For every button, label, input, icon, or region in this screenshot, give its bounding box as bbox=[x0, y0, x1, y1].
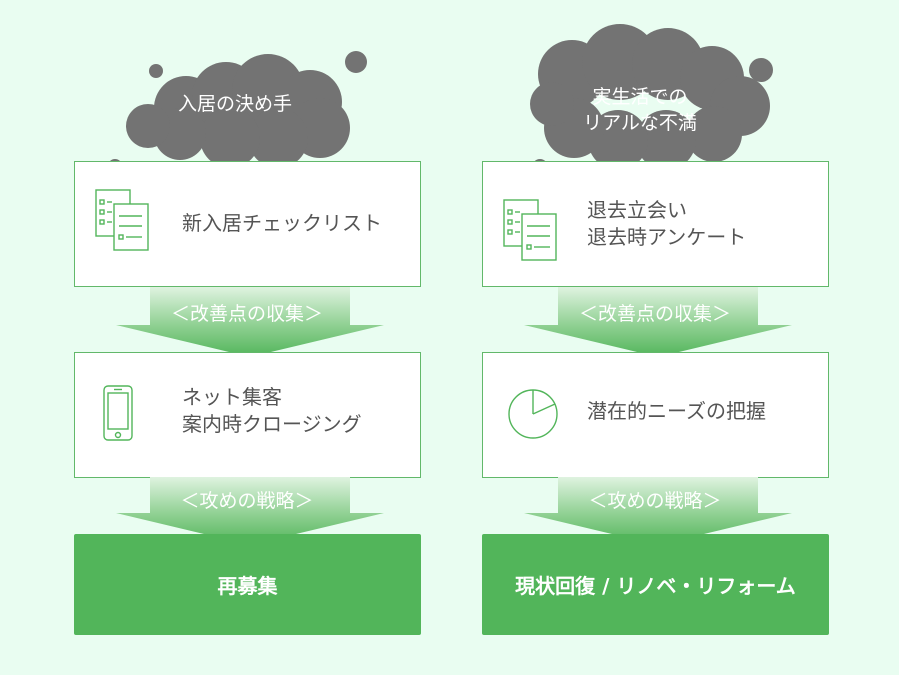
pie-chart-icon bbox=[508, 389, 558, 439]
moveout-right-line1: 退去立会い bbox=[587, 198, 687, 222]
arrow-left-2-label: ＜攻めの戦略＞ bbox=[180, 490, 314, 512]
result-box-right: 現状回復 / リノベ・リフォーム bbox=[482, 534, 829, 635]
result-right-label: 現状回復 / リノベ・リフォーム bbox=[515, 574, 796, 598]
result-left-label: 再募集 bbox=[217, 574, 278, 598]
arrow-down-left-2 bbox=[116, 477, 384, 545]
needs-right-label: 潜在的ニーズの把握 bbox=[587, 399, 766, 423]
checklist-icon bbox=[95, 189, 149, 251]
checklist-icon bbox=[503, 199, 557, 261]
cloud-right-line1: 実生活での bbox=[592, 86, 688, 108]
arrow-down-right-1 bbox=[524, 287, 792, 357]
result-box-left: 再募集 bbox=[74, 534, 421, 635]
smartphone-icon bbox=[103, 385, 133, 441]
arrow-down-right-2 bbox=[524, 477, 792, 545]
checklist-left-label: 新入居チェックリスト bbox=[182, 211, 382, 235]
moveout-right-line2: 退去時アンケート bbox=[587, 225, 747, 249]
checklist-box-left bbox=[74, 161, 421, 287]
marketing-left-line2: 案内時クロージング bbox=[182, 412, 362, 436]
arrow-right-1-label: ＜改善点の収集＞ bbox=[578, 303, 731, 325]
marketing-left-line1: ネット集客 bbox=[182, 385, 282, 409]
cloud-left-label: 入居の決め手 bbox=[177, 93, 292, 115]
arrow-down-left-1 bbox=[116, 287, 384, 357]
arrow-left-1-label: ＜改善点の収集＞ bbox=[170, 303, 323, 325]
arrow-right-2-label: ＜攻めの戦略＞ bbox=[588, 490, 722, 512]
cloud-right-line2: リアルな不満 bbox=[583, 112, 697, 134]
